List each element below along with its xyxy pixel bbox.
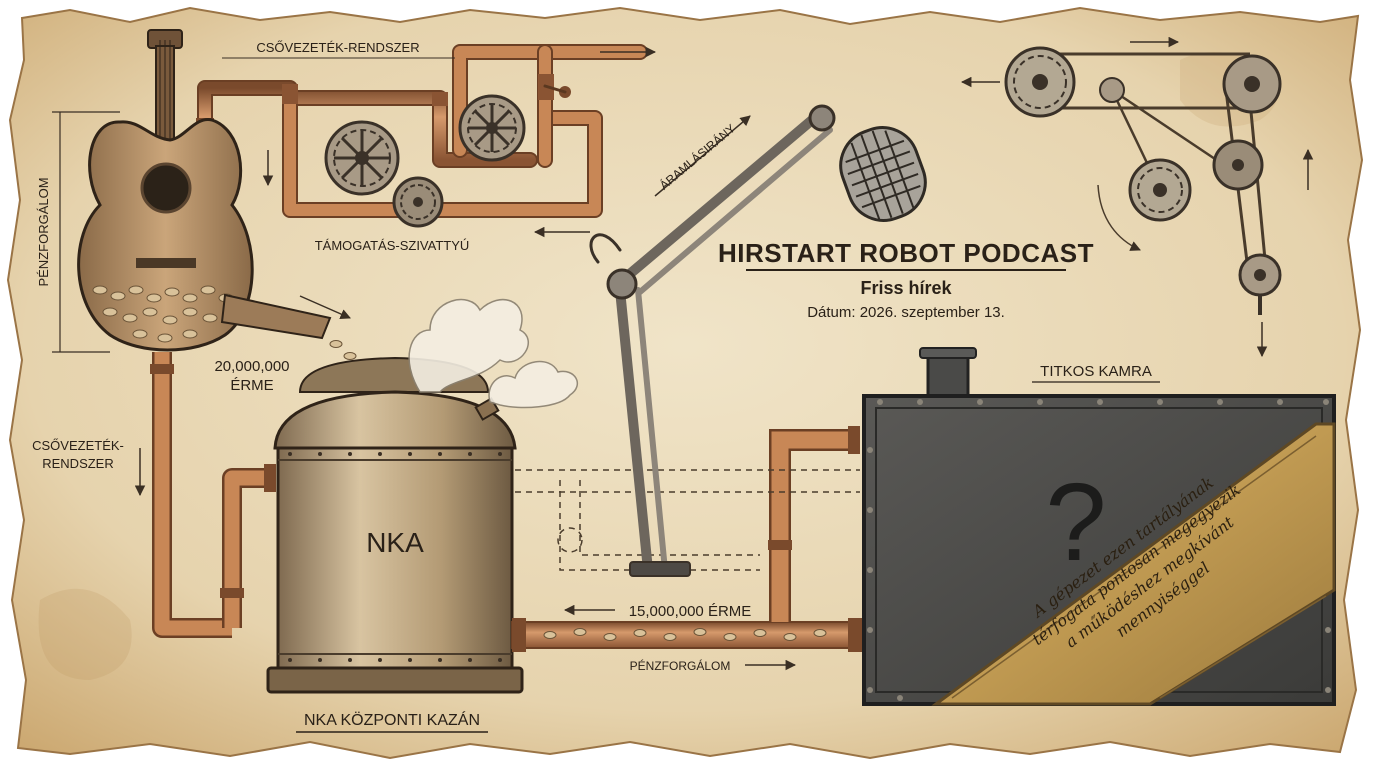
drive-gear [1212,139,1264,191]
header-block: HIRSTART ROBOT PODCAST Friss hírek Dátum… [718,238,1094,321]
label-support-pump: TÁMOGATÁS-SZIVATTYÚ [315,238,470,253]
top-pipe-system [196,44,648,218]
boiler-caption: NKA KÖZPONTI KAZÁN [304,710,480,729]
microphone-stand [589,104,836,577]
label-coins-out: 15,000,000 ÉRME [629,603,752,620]
pulley [1238,253,1282,315]
pump-gear [324,120,400,196]
pump-gear [392,176,444,228]
boiler-name: NKA [366,527,424,558]
drive-gear [1128,158,1192,222]
label-money-flow-left: PÉNZFORGÁLOM [36,177,51,286]
bottom-pipe [511,618,863,652]
pump-gear [458,94,526,162]
label-coins-in-unit: ÉRME [230,377,273,394]
podcast-date: Dátum: 2026. szeptember 13. [807,304,1005,321]
guitar [77,29,332,352]
pulley [1099,77,1125,103]
brass-plaque [931,422,1336,706]
question-mark: ? [1045,461,1106,584]
label-secret-chamber: TITKOS KAMRA [1040,363,1152,380]
belt-drive [1004,46,1282,315]
label-pipe-system-left-1: CSŐVEZETÉK- [32,438,124,453]
flow-arrow [654,115,751,197]
steam-cloud [408,299,579,409]
label-money-flow-bottom: PÉNZFORGÁLOM [630,658,731,673]
label-pipe-system-top: CSŐVEZETÉK-RENDSZER [256,40,419,55]
microphone [839,126,927,222]
tank-feed-pipe [768,426,860,622]
podcast-subtitle: Friss hírek [860,278,952,298]
nka-boiler [266,356,524,694]
label-coins-in-amount: 20,000,000 [214,358,289,375]
dimension-line [52,111,120,353]
paper-stain [38,588,132,680]
podcast-title: HIRSTART ROBOT PODCAST [718,238,1094,268]
label-pipe-system-left-2: RENDSZER [42,456,114,471]
drive-gear [1004,46,1076,118]
left-pipe [150,352,276,638]
pulley [1222,54,1282,114]
flow-arrow [299,295,351,319]
